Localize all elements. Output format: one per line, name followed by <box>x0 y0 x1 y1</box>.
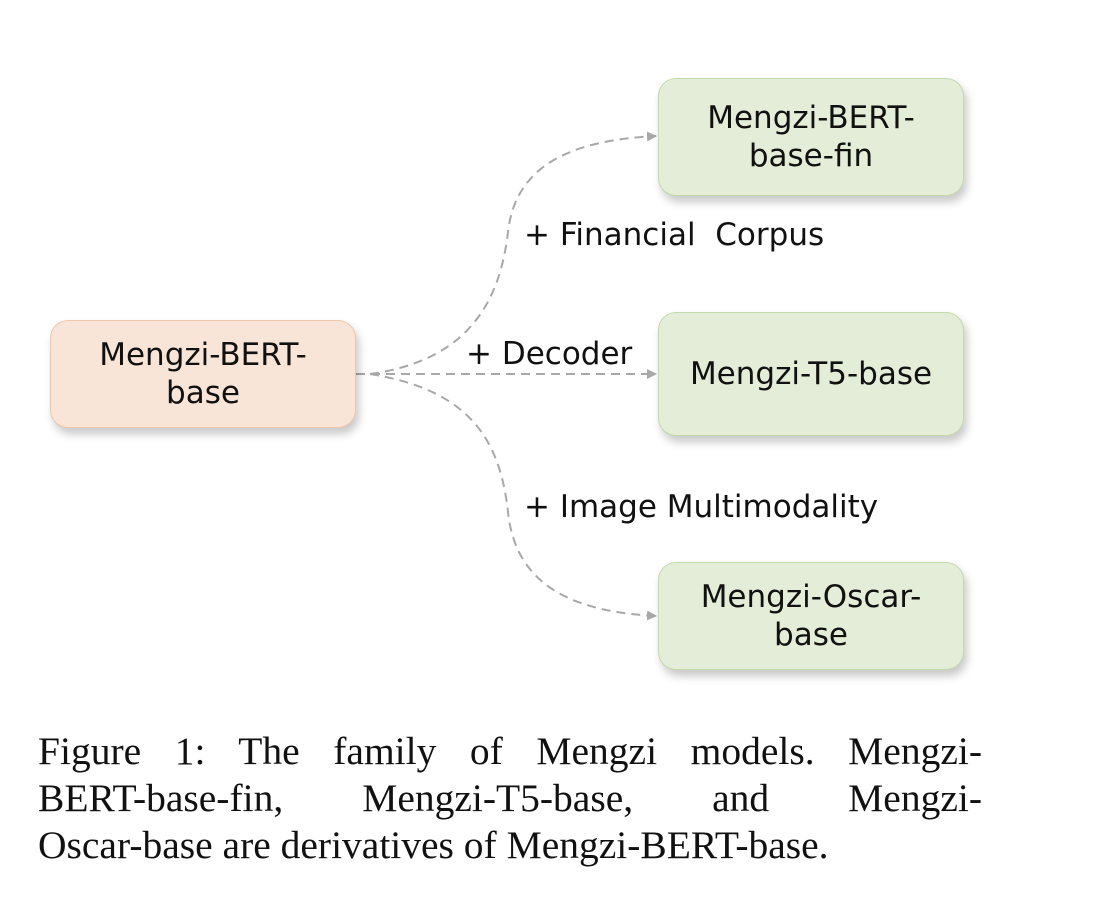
node-mengzi-bert-base-fin: Mengzi-BERT- base-fin <box>658 78 964 196</box>
node-label-line: base <box>774 617 848 653</box>
node-mengzi-oscar-base: Mengzi-Oscar- base <box>658 562 964 670</box>
edge-label-financial-corpus: + Financial Corpus <box>524 217 825 253</box>
node-mengzi-t5-base: Mengzi-T5-base <box>658 312 964 436</box>
node-label: Mengzi-T5-base <box>689 356 933 392</box>
edge-layer <box>356 131 657 621</box>
edge-label-image-multimodality: + Image Multimodality <box>524 489 879 525</box>
node-label-line: Mengzi-BERT- <box>707 100 915 136</box>
figure-caption: Figure 1: The family of Mengzi models. M… <box>38 728 982 869</box>
node-mengzi-bert-base: Mengzi-BERT- base <box>50 320 356 428</box>
node-label-line: Mengzi-BERT- <box>99 337 307 373</box>
model-family-diagram: Mengzi-BERT- base Mengzi-BERT- base-fin … <box>50 78 964 670</box>
node-label-line: base <box>166 375 240 411</box>
edge-to-fin <box>369 131 657 375</box>
caption-line: Figure 1: The family of Mengzi models. M… <box>38 729 982 773</box>
edge-to-oscar <box>369 373 657 621</box>
node-label-line: base-fin <box>748 138 874 174</box>
edge-label-decoder: + Decoder <box>466 336 633 372</box>
caption-line: Oscar-base are derivatives of Mengzi-BER… <box>38 823 829 867</box>
node-label-line: Mengzi-Oscar- <box>700 579 922 615</box>
caption-line: BERT-base-fin, Mengzi-T5-base, and Mengz… <box>38 776 982 820</box>
